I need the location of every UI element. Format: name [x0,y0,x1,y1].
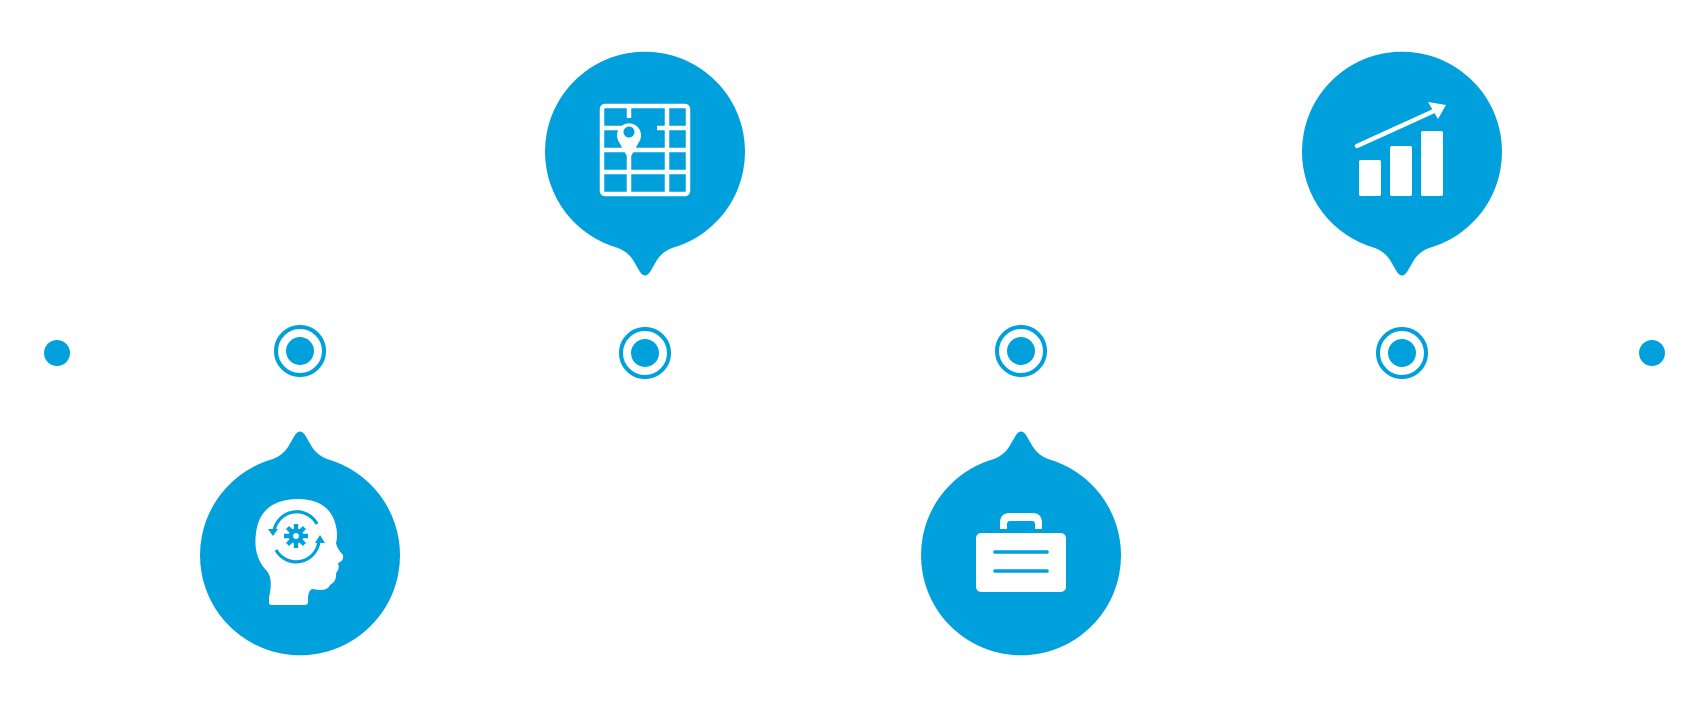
timeline-start-dot [44,340,70,366]
timeline-node-1 [274,325,326,377]
timeline-end-dot [1639,340,1665,366]
bar-chart-growth-icon [1354,102,1446,196]
timeline-node-4 [1376,327,1428,379]
head-gear-icon [255,499,344,605]
milestone-map-bubble [544,51,745,276]
timeline-node-3 [995,325,1047,377]
briefcase-icon [976,513,1066,592]
milestone-briefcase-bubble [921,431,1122,656]
timeline-nodes [44,325,1665,379]
milestone-head-bubble [200,431,401,656]
milestone-chart-bubble [1301,51,1502,276]
bubble-shape [544,51,745,276]
map-pin-icon [599,103,691,197]
timeline-node-2 [619,327,671,379]
